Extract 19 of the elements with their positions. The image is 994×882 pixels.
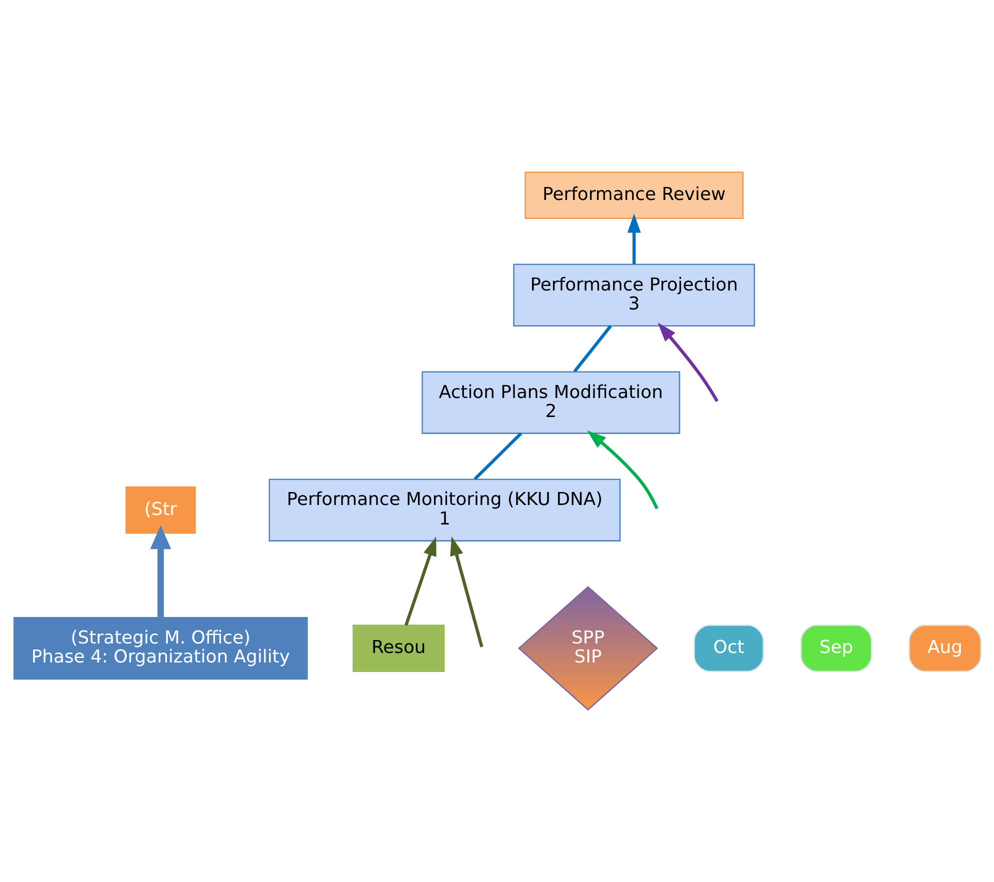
node-diamond: SPP SIP bbox=[517, 586, 658, 711]
arrow bbox=[586, 430, 658, 510]
node-box: Performance Monitoring (KKU DNA) 1 bbox=[268, 478, 620, 542]
node-box: Resou bbox=[352, 624, 444, 672]
node-box: Action Plans Modification 2 bbox=[421, 371, 680, 434]
arrow bbox=[450, 536, 483, 648]
node-box: Aug bbox=[908, 624, 982, 672]
arrow bbox=[657, 322, 718, 402]
arrow bbox=[150, 525, 171, 618]
arrow bbox=[404, 536, 436, 626]
connector bbox=[572, 324, 612, 373]
node-box: Sep bbox=[800, 624, 872, 672]
node-box: Performance Projection 3 bbox=[512, 264, 755, 326]
arrow bbox=[626, 214, 640, 264]
node-box: (Strategic M. Office) Phase 4: Organization Agility bbox=[12, 616, 308, 680]
node-box: Performance Review bbox=[524, 172, 743, 219]
node-box: Oct bbox=[693, 624, 764, 672]
node-box: (Str bbox=[124, 486, 196, 534]
connector bbox=[473, 432, 522, 480]
